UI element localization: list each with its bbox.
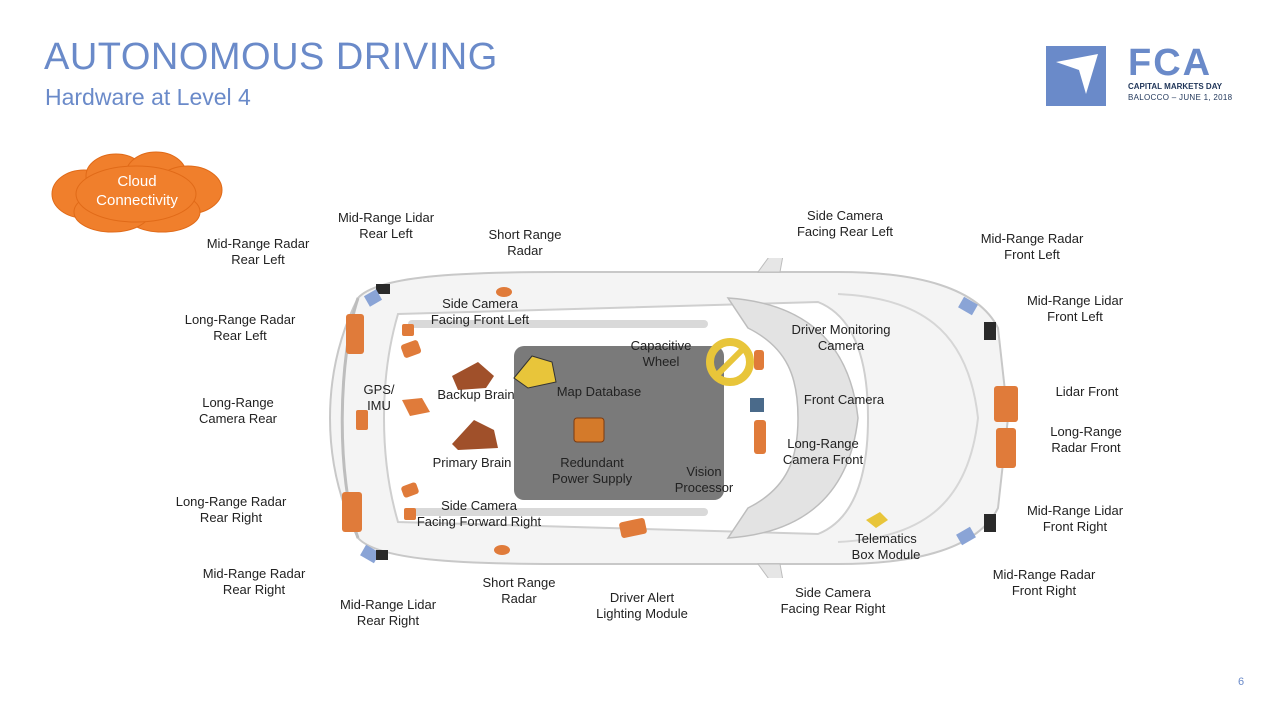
side-camera-forward-right-icon (401, 482, 419, 498)
primary-brain-icon (452, 420, 498, 450)
driver-alert-module-icon (619, 518, 647, 538)
fca-logo: FCA CAPITAL MARKETS DAY BALOCCO – JUNE 1… (1046, 42, 1246, 110)
radar-mid-rear-right-icon (360, 544, 380, 564)
logo-tagline: CAPITAL MARKETS DAY (1128, 82, 1223, 91)
driver-monitoring-camera-icon (754, 350, 764, 370)
side-camera-front-left-icon (402, 324, 414, 336)
front-camera-icon (750, 398, 764, 412)
sunroof (514, 346, 724, 500)
label-backup-brain: Backup Brain (437, 387, 515, 402)
label-gps-imu: GPS/IMU (363, 382, 395, 413)
map-database-icon (513, 355, 557, 389)
long-range-radar-front-icon (996, 428, 1016, 468)
cloud-icon (51, 151, 223, 233)
long-range-camera-front-icon (754, 420, 766, 454)
capacitive-wheel-icon (706, 338, 754, 386)
short-range-radar-bottom-icon (494, 545, 510, 555)
car-top-view (328, 258, 1018, 578)
long-range-camera-rear-icon (356, 410, 368, 430)
logo-name: FCA (1128, 42, 1213, 84)
gps-imu-icon (402, 398, 430, 416)
label-map-database: Map Database (556, 384, 642, 399)
cloud-label-line1: Cloud (117, 173, 157, 190)
long-range-radar-rear-left-icon (346, 314, 364, 354)
long-range-radar-rear-right-icon (342, 492, 362, 532)
label-primary-brain: Primary Brain (432, 455, 512, 470)
power-supply-icon (573, 417, 605, 443)
cloud-connectivity: Cloud Connectivity (44, 150, 230, 236)
lidar-rear-left-icon (376, 284, 390, 294)
logo-date: BALOCCO – JUNE 1, 2018 (1128, 93, 1233, 102)
lidar-front-left-icon (984, 322, 996, 340)
radar-mid-rear-left-icon (363, 289, 383, 307)
cloud-label-line2: Connectivity (96, 192, 178, 209)
radar-mid-front-left-icon (958, 296, 978, 316)
backup-brain-icon (452, 362, 494, 390)
telematics-box-icon (866, 512, 888, 528)
radar-mid-front-right-icon (956, 526, 976, 546)
logo-mark-icon (1046, 46, 1106, 106)
label-front-camera: Front Camera (803, 392, 885, 407)
lidar-front-icon (994, 386, 1018, 422)
page-subtitle: Hardware at Level 4 (45, 84, 251, 110)
lidar-front-right-icon (984, 514, 996, 532)
page-number: 6 (1238, 676, 1245, 688)
lidar-rear-right-icon (376, 550, 388, 560)
label-lidar-front: Lidar Front (1055, 384, 1119, 399)
short-range-radar-top-icon (496, 287, 512, 297)
page-title: AUTONOMOUS DRIVING (44, 36, 498, 78)
